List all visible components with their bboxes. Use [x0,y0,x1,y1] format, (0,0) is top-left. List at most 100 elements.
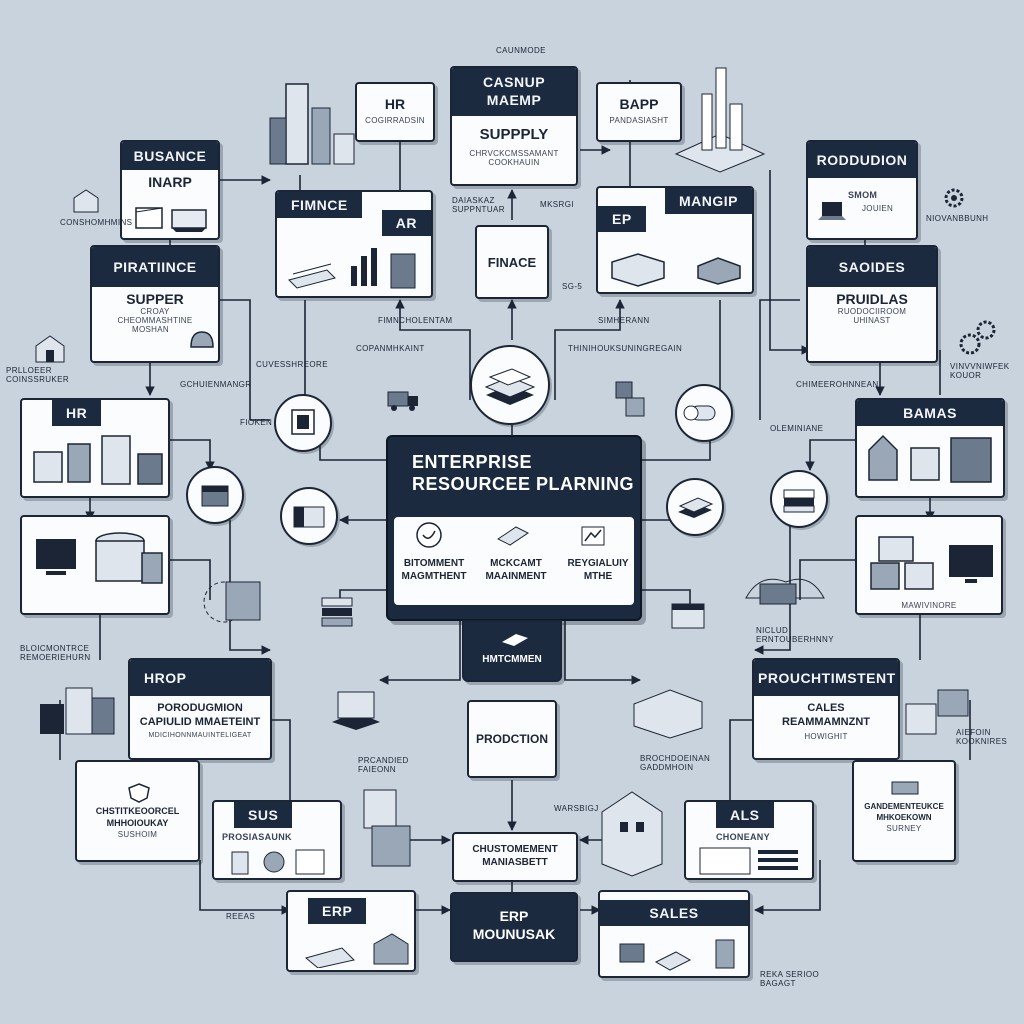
saoides-header: SAOIDES [808,247,936,287]
als-card[interactable]: ALS CHONEANY [684,800,814,880]
erp-mid-title: ERP [499,908,529,924]
mawivinore-card[interactable]: MAWIVINORE [855,515,1003,615]
shield-icon [128,783,150,803]
pratiince-sub2: CHEOMMASHTINE [117,316,193,325]
warehouse-icon [868,434,992,483]
mawivinore-label: MAWIVINORE [901,601,957,610]
ep-mangip-card[interactable]: EP MANGIP [596,186,754,294]
erp-center-panel[interactable]: ENTERPRISE RESOURCEE PLARNING BITOMMENT … [386,435,642,621]
capsule-title: SUPPPLY [479,126,549,143]
hr-left-tab[interactable]: HR [52,400,102,426]
ep-tab[interactable]: EP [598,206,646,232]
customer-left-card[interactable]: CHSTITKEOORCEL MHHOIOUKAY SUSHOIM [75,760,200,862]
sus-tab[interactable]: SUS [234,802,293,828]
module-2[interactable]: MCKCAMT MAAINMENT [476,557,556,583]
pratiince-sub3: MOSHAN [132,325,169,334]
fimnce-tab[interactable]: FIMNCE [277,192,362,218]
module-3[interactable]: REYGIALUIY MTHE [558,557,638,583]
pratiince-card[interactable]: PIRATIINCE SUPPER CROAY CHEOMMASHTINE MO… [90,245,220,363]
node-stack[interactable] [470,345,550,425]
bamas-tab[interactable]: BAMAS [857,400,1003,426]
node-papers[interactable] [666,478,724,536]
sales-card[interactable]: SALES [598,890,750,978]
helmet-icon [190,331,214,348]
production-title: PRODCTION [476,732,548,746]
customer-management-card[interactable]: CHUSTOMEMENT MANIASBETT [452,832,578,882]
pratiince-title: SUPPER [126,291,184,307]
hr-top-card[interactable]: HR COGIRRADSIN [355,82,435,142]
label-10: FIOKEN [240,418,273,427]
label-22: REEAS [226,912,256,921]
capsule-supply-card[interactable]: CASNUP MAEMP SUPPPLY CHRVCKCMSSAMANT COO… [450,66,578,186]
business-card[interactable]: BUSANCE INARP [120,140,220,240]
capsule-header-line1: CASNUP [452,68,576,92]
box-icon [293,506,325,528]
finace-title: FINACE [487,255,537,270]
erp-subpanel[interactable]: HMTCMMEN [462,620,562,682]
house-icon [35,335,65,363]
node-roll[interactable] [675,384,733,442]
node-box-left[interactable] [186,466,244,524]
finace-card[interactable]: FINACE [475,225,549,299]
node-box-center-left[interactable] [280,487,338,545]
documents-icon [304,933,409,968]
gandement-title: GANDEMENTEUKCE [864,802,944,811]
sus-card[interactable]: SUS PROSIASAUNK [212,800,342,880]
label-2: DAIASKAZ SUPPNTUAR [452,196,505,214]
rodduction-card[interactable]: RODDUDION SMOM JOUIEN [806,140,918,240]
customer-left-sub: SUSHOIM [117,830,158,839]
label-8: THINIHOUKSUNINGREGAIN [568,344,683,353]
gandement-card[interactable]: GANDEMENTEUKCE MHKOEKOWN SURNEY [852,760,956,862]
laptop-icon [818,202,846,220]
buildings-icon [33,435,163,485]
box-icon [671,603,705,629]
label-5: FIMNCHOLENTAM [378,316,453,325]
erp-mid-card[interactable]: ERP MOUNUSAK [450,892,578,962]
mangip-tab[interactable]: MANGIP [665,188,752,214]
hrop-card[interactable]: HROP PORODUGMION CAPIULID MMAETEINT MDIC… [128,658,272,760]
customer-management-title: CHUSTOMEMENT [472,844,558,855]
als-tab[interactable]: ALS [716,802,774,828]
capsule-header-line2: MAEMP [452,92,576,116]
customer-left-title: CHSTITKEOORCEL [95,806,180,816]
bapp-title: BAPP [619,96,659,112]
erp-title-line2: RESOURCEE PLARNING [412,474,635,494]
pronnamirgh-card[interactable] [20,515,170,615]
proucht-title2: REAMMAMNZNT [782,716,870,728]
hr-left-card[interactable]: HR [20,398,170,498]
rodduction-header: RODDUDION [808,142,916,178]
sales-tab[interactable]: SALES [600,900,748,926]
sus-title: PROSIASAUNK [222,832,292,842]
skyscrapers-icon [674,67,766,173]
erp-left-tab[interactable]: ERP [308,898,367,924]
hrop-header: HROP [130,660,270,696]
erp-left-card[interactable]: ERP [286,890,416,972]
module-1[interactable]: BITOMMENT MAGMTHENT [394,557,474,583]
bapp-card[interactable]: BAPP PANDASIASHT [596,82,682,142]
saoides-card[interactable]: SAOIDES PRUIDLAS RUODOCIIROOM UHINAST [806,245,938,363]
bamas-card[interactable]: BAMAS [855,398,1005,498]
erp-title-line1: ENTERPRISE [412,452,533,472]
gandement-title2: MHKOEKOWN [876,813,932,822]
tray-icon [891,781,919,795]
boxes-pile-icon [203,581,261,623]
erp-mid-title2: MOUNUSAK [472,926,556,942]
ar-tab[interactable]: AR [381,210,431,236]
node-books-right[interactable] [770,470,828,528]
production-card[interactable]: PRODCTION [467,700,557,778]
proucht-card[interactable]: PROUCHTIMSTENT CALES REAMMAMNZNT HOWIGHI… [752,658,900,760]
label-3: MKSRGI [540,200,574,209]
books-icon [783,489,815,513]
pallet-icon [332,691,380,730]
pratiince-sub1: CROAY [140,307,170,316]
module-3-line1: REYGIALUIY [567,558,629,569]
erp-subpanel-title: HMTCMMEN [482,654,542,665]
node-document[interactable] [274,394,332,452]
hr-top-sub: COGIRRADSIN [365,116,425,125]
papers-icon [678,497,714,518]
gear-icon [944,188,964,208]
label-16: VINVVNIWFEK KOUOR [950,362,1010,380]
fimnce-ar-card[interactable]: FIMNCE AR [275,190,433,298]
label-20: BROCHDOEINAN GADDMHOIN [640,754,711,772]
